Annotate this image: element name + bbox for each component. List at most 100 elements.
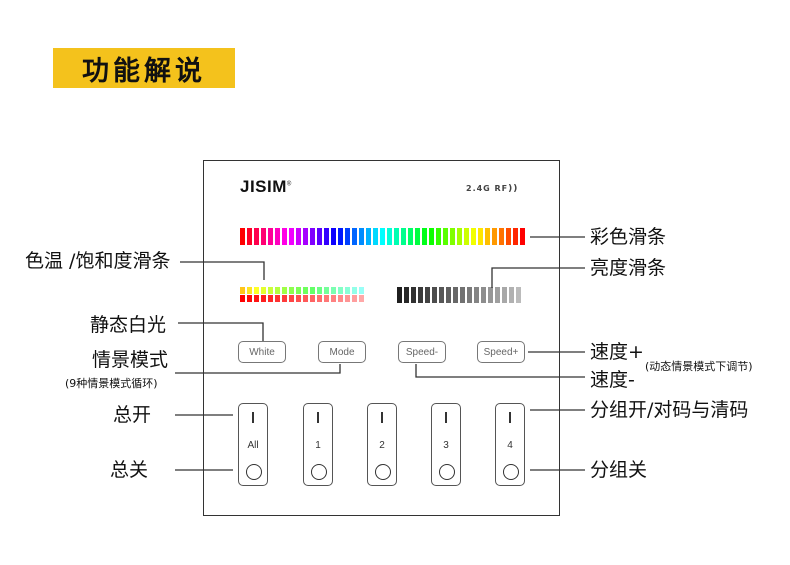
slider-segment[interactable] (453, 287, 458, 303)
slider-segment[interactable] (474, 287, 479, 303)
slider-segment[interactable] (331, 287, 336, 294)
slider-segment[interactable] (359, 287, 364, 294)
slider-segment[interactable] (247, 228, 252, 245)
slider-segment[interactable] (492, 228, 497, 245)
slider-segment[interactable] (296, 295, 301, 302)
slider-segment[interactable] (254, 295, 259, 302)
slider-segment[interactable] (331, 295, 336, 302)
slider-segment[interactable] (289, 287, 294, 294)
slider-segment[interactable] (261, 228, 266, 245)
slider-segment[interactable] (275, 287, 280, 294)
slider-segment[interactable] (450, 228, 455, 245)
slider-segment[interactable] (488, 287, 493, 303)
slider-segment[interactable] (418, 287, 423, 303)
off-icon[interactable] (311, 464, 327, 480)
slider-segment[interactable] (289, 295, 294, 302)
slider-segment[interactable] (509, 287, 514, 303)
slider-segment[interactable] (317, 295, 322, 302)
slider-segment[interactable] (247, 295, 252, 302)
slider-segment[interactable] (478, 228, 483, 245)
slider-segment[interactable] (289, 228, 294, 245)
slider-segment[interactable] (439, 287, 444, 303)
slider-segment[interactable] (324, 295, 329, 302)
slider-segment[interactable] (408, 228, 413, 245)
off-icon[interactable] (503, 464, 519, 480)
slider-segment[interactable] (275, 228, 280, 245)
slider-segment[interactable] (282, 287, 287, 294)
slider-segment[interactable] (481, 287, 486, 303)
slider-segment[interactable] (471, 228, 476, 245)
slider-segment[interactable] (317, 287, 322, 294)
slider-segment[interactable] (467, 287, 472, 303)
slider-segment[interactable] (359, 295, 364, 302)
zone-switch-1[interactable]: 1 (303, 403, 333, 486)
zone-switch-all[interactable]: All (238, 403, 268, 486)
slider-segment[interactable] (310, 228, 315, 245)
slider-segment[interactable] (373, 228, 378, 245)
slider-segment[interactable] (296, 228, 301, 245)
slider-segment[interactable] (240, 295, 245, 302)
slider-segment[interactable] (495, 287, 500, 303)
slider-segment[interactable] (324, 287, 329, 294)
slider-segment[interactable] (394, 228, 399, 245)
speed-down-button[interactable]: Speed- (398, 341, 446, 363)
on-icon[interactable] (509, 412, 511, 423)
zone-switch-4[interactable]: 4 (495, 403, 525, 486)
slider-segment[interactable] (317, 228, 322, 245)
on-icon[interactable] (252, 412, 254, 423)
slider-segment[interactable] (240, 228, 245, 245)
slider-segment[interactable] (359, 228, 364, 245)
slider-segment[interactable] (282, 228, 287, 245)
off-icon[interactable] (439, 464, 455, 480)
slider-segment[interactable] (254, 228, 259, 245)
slider-segment[interactable] (446, 287, 451, 303)
slider-segment[interactable] (485, 228, 490, 245)
slider-segment[interactable] (425, 287, 430, 303)
slider-segment[interactable] (436, 228, 441, 245)
slider-segment[interactable] (310, 295, 315, 302)
slider-segment[interactable] (464, 228, 469, 245)
slider-segment[interactable] (411, 287, 416, 303)
slider-segment[interactable] (254, 287, 259, 294)
slider-segment[interactable] (261, 295, 266, 302)
slider-segment[interactable] (338, 287, 343, 294)
slider-segment[interactable] (366, 228, 371, 245)
white-button[interactable]: White (238, 341, 286, 363)
off-icon[interactable] (246, 464, 262, 480)
zone-switch-2[interactable]: 2 (367, 403, 397, 486)
slider-segment[interactable] (380, 228, 385, 245)
slider-segment[interactable] (247, 287, 252, 294)
mode-button[interactable]: Mode (318, 341, 366, 363)
slider-segment[interactable] (240, 287, 245, 294)
slider-segment[interactable] (397, 287, 402, 303)
slider-segment[interactable] (516, 287, 521, 303)
on-icon[interactable] (317, 412, 319, 423)
slider-segment[interactable] (506, 228, 511, 245)
slider-segment[interactable] (310, 287, 315, 294)
slider-segment[interactable] (404, 287, 409, 303)
slider-segment[interactable] (268, 228, 273, 245)
speed-up-button[interactable]: Speed+ (477, 341, 525, 363)
slider-segment[interactable] (457, 228, 462, 245)
slider-segment[interactable] (324, 228, 329, 245)
slider-segment[interactable] (268, 295, 273, 302)
slider-segment[interactable] (387, 228, 392, 245)
slider-segment[interactable] (345, 295, 350, 302)
slider-segment[interactable] (502, 287, 507, 303)
slider-segment[interactable] (268, 287, 273, 294)
slider-segment[interactable] (443, 228, 448, 245)
slider-segment[interactable] (429, 228, 434, 245)
slider-segment[interactable] (432, 287, 437, 303)
slider-segment[interactable] (275, 295, 280, 302)
slider-segment[interactable] (331, 228, 336, 245)
slider-segment[interactable] (345, 287, 350, 294)
slider-segment[interactable] (282, 295, 287, 302)
slider-segment[interactable] (303, 287, 308, 294)
off-icon[interactable] (375, 464, 391, 480)
slider-segment[interactable] (499, 228, 504, 245)
slider-segment[interactable] (296, 287, 301, 294)
slider-segment[interactable] (352, 228, 357, 245)
slider-segment[interactable] (352, 295, 357, 302)
slider-segment[interactable] (338, 228, 343, 245)
slider-segment[interactable] (422, 228, 427, 245)
